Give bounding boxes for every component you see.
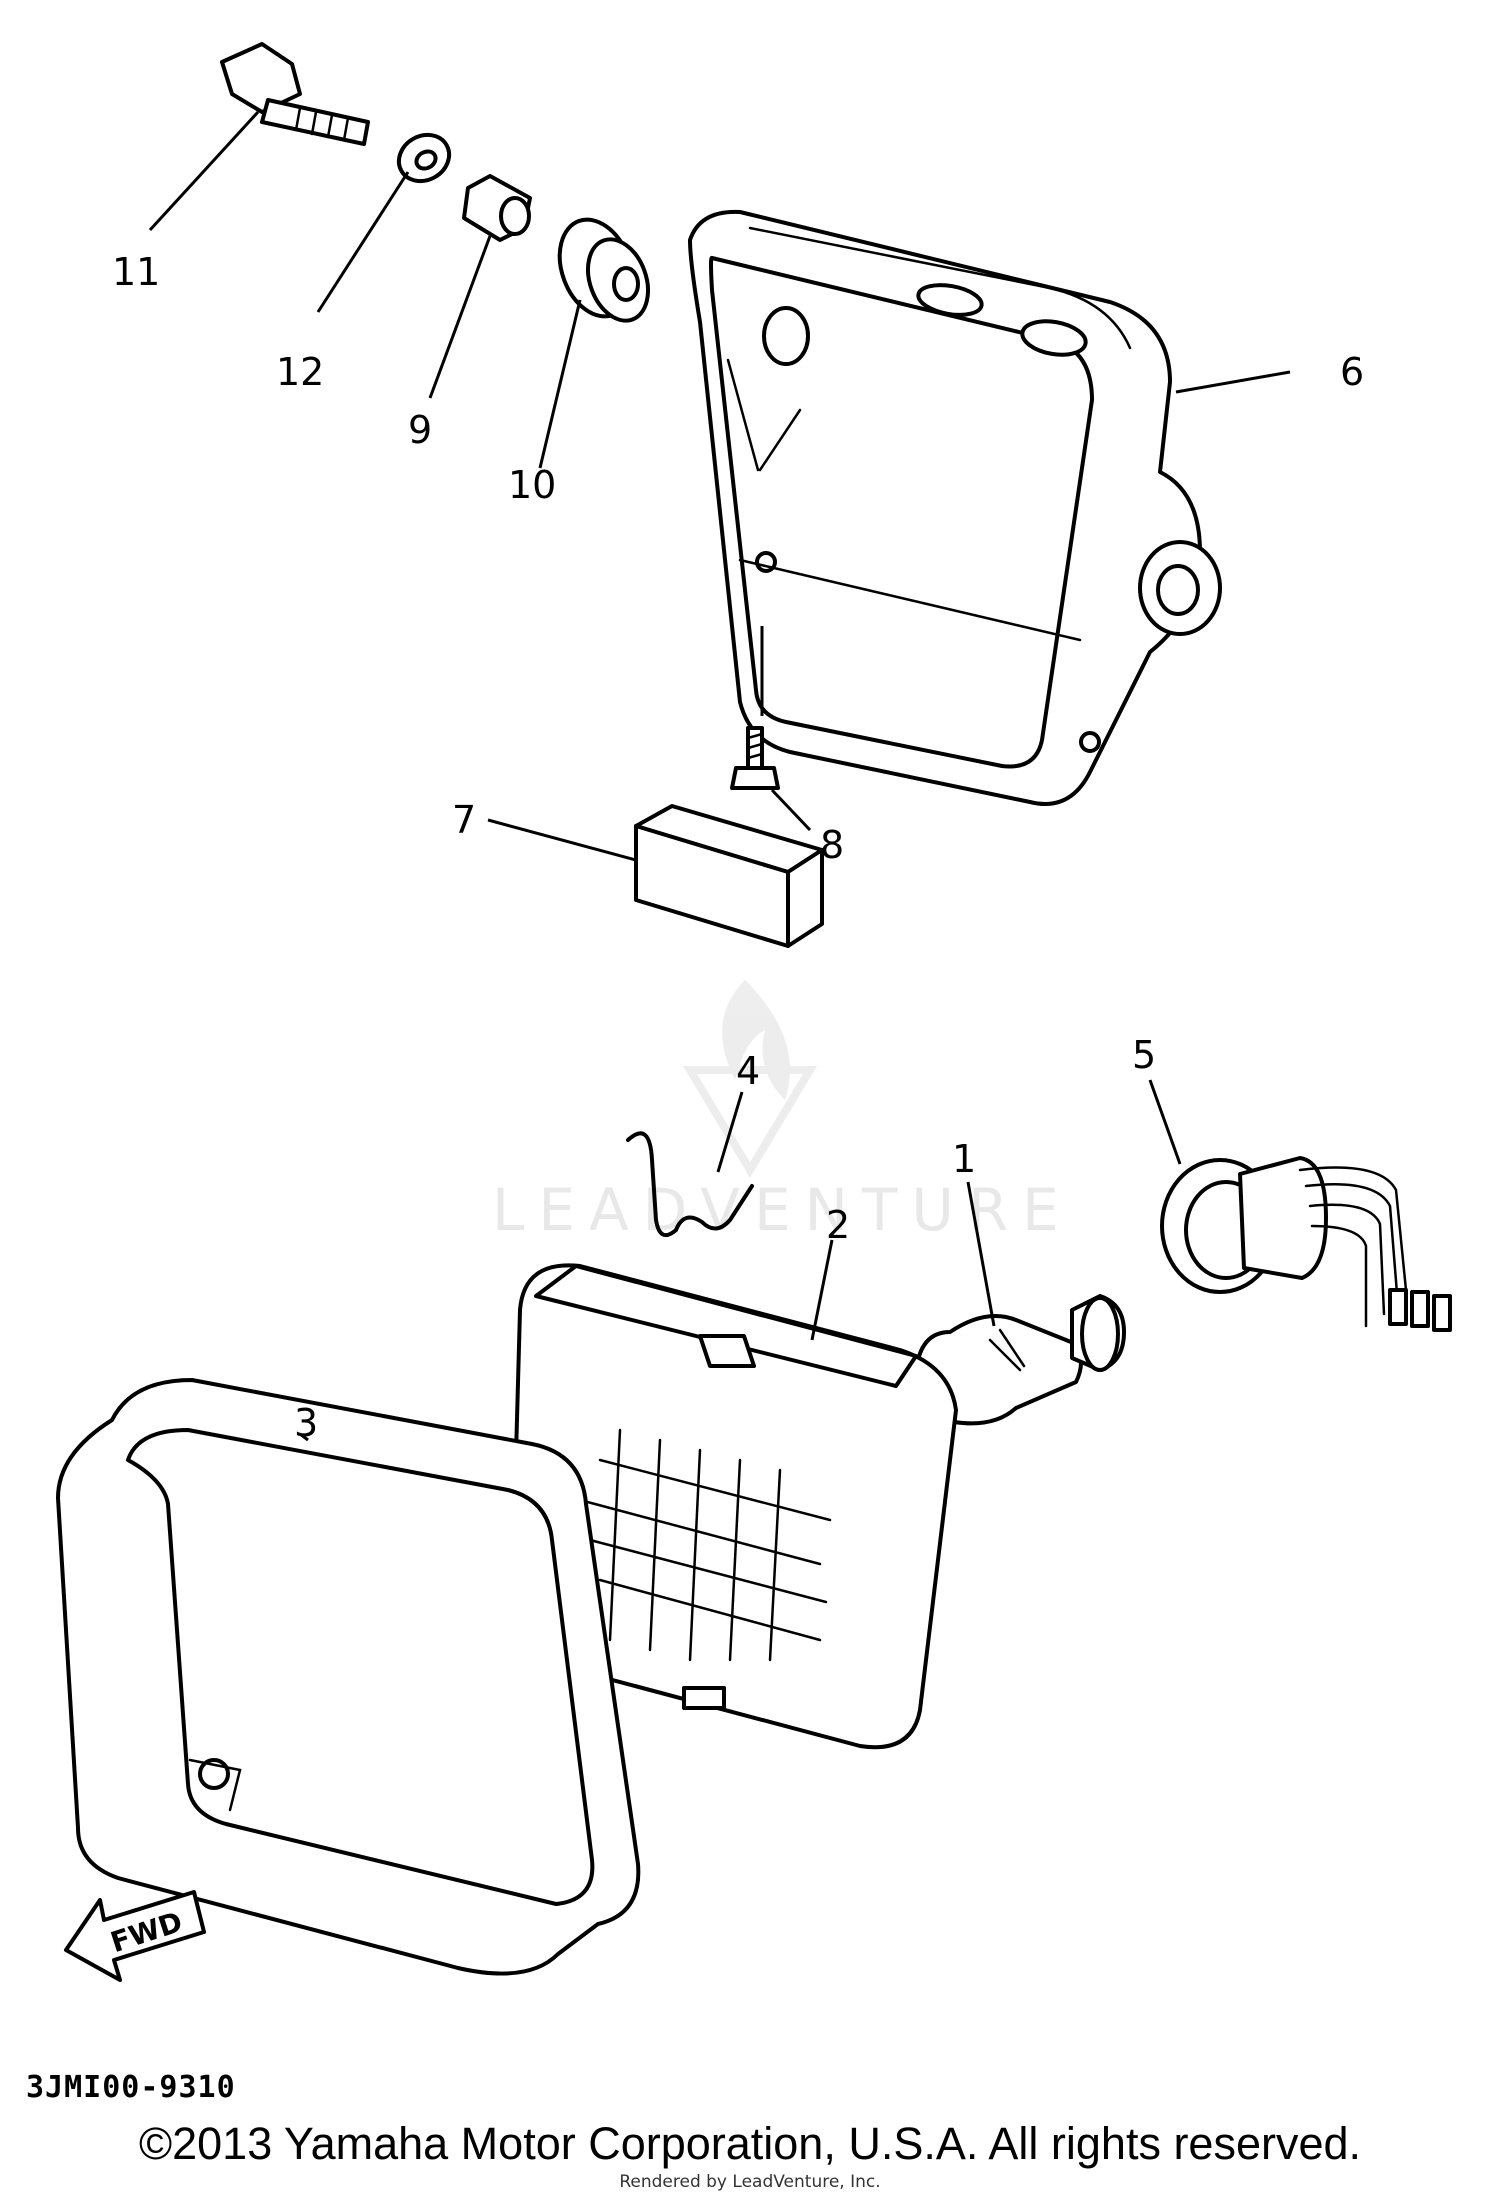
copyright-notice: ©2013 Yamaha Motor Corporation, U.S.A. A… bbox=[138, 2118, 1362, 2169]
socket-part-5 bbox=[1160, 1156, 1452, 1332]
watermark-text: LEADVENTURE bbox=[492, 1176, 1073, 1244]
bulb-part-1 bbox=[914, 1294, 1126, 1426]
callout-5: 5 bbox=[1132, 1033, 1156, 1077]
part-code: 3JMI00-9310 bbox=[26, 2070, 236, 2105]
callout-10: 10 bbox=[508, 463, 556, 507]
block-part-7 bbox=[634, 804, 824, 948]
callout-9: 9 bbox=[408, 408, 432, 452]
collar-part-9 bbox=[462, 174, 532, 242]
callout-3: 3 bbox=[294, 1401, 318, 1445]
rendered-by-credit: Rendered by LeadVenture, Inc. bbox=[619, 2172, 881, 2192]
callout-11: 11 bbox=[112, 250, 160, 294]
leader-lines bbox=[148, 110, 1291, 1442]
bolt-part-11 bbox=[220, 42, 370, 146]
callout-7: 7 bbox=[452, 798, 476, 842]
lens-part-2 bbox=[509, 1263, 958, 1750]
fwd-arrow: FWD bbox=[64, 1890, 206, 1982]
callout-8: 8 bbox=[820, 823, 844, 867]
headlight-housing-part-6 bbox=[688, 209, 1222, 806]
callout-1: 1 bbox=[952, 1137, 976, 1181]
callout-6: 6 bbox=[1340, 350, 1364, 394]
grommet-part-10 bbox=[557, 217, 650, 323]
callout-2: 2 bbox=[826, 1203, 850, 1247]
rim-part-3 bbox=[56, 1378, 641, 1976]
leadventure-watermark: LEADVENTURE bbox=[492, 980, 1073, 1244]
callouts: 11 12 9 10 6 8 7 4 5 1 2 3 bbox=[112, 250, 1364, 1445]
callout-12: 12 bbox=[276, 350, 324, 394]
screw-part-8 bbox=[730, 726, 780, 790]
clip-part-4 bbox=[626, 1131, 754, 1238]
washer-part-12 bbox=[396, 132, 452, 184]
callout-4: 4 bbox=[736, 1049, 760, 1093]
